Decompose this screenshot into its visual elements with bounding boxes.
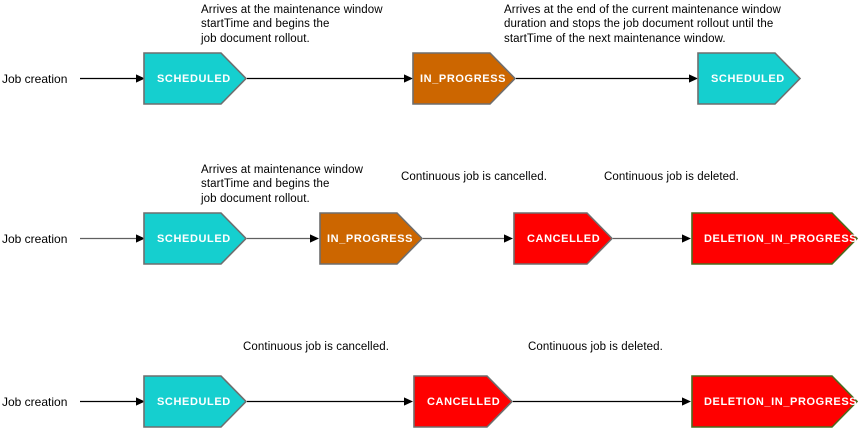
annotation-row-3-1: Continuous job is cancelled. xyxy=(243,341,389,353)
annotation-row-1-1: Arrives at the maintenance window startT… xyxy=(201,4,383,45)
state-node-scheduled-1[interactable]: SCHEDULED xyxy=(143,52,248,105)
connector-row-3-a xyxy=(247,396,413,407)
chevron-shape xyxy=(143,375,248,428)
flow-row-1: Job creation Arrives at the maintenance … xyxy=(0,0,861,140)
connector-row-3-b xyxy=(513,396,691,407)
annotation-row-1-2: Arrives at the end of the current mainte… xyxy=(504,4,781,45)
state-node-deletion-in-progress-1[interactable]: DELETION_IN_PROGRESS xyxy=(691,212,859,265)
state-node-deletion-in-progress-2[interactable]: DELETION_IN_PROGRESS xyxy=(691,375,859,428)
annotation-row-2-2: Continuous job is cancelled. xyxy=(401,171,547,183)
entry-label-row-1: Job creation xyxy=(2,72,68,86)
chevron-shape xyxy=(691,375,859,428)
entry-label-row-2: Job creation xyxy=(2,232,68,246)
connector-row-1-a xyxy=(247,73,413,84)
chevron-shape xyxy=(413,375,514,428)
chevron-shape xyxy=(513,212,614,265)
connector-entry-row-1 xyxy=(80,73,145,84)
chevron-shape xyxy=(143,212,248,265)
entry-label-row-3: Job creation xyxy=(2,395,68,409)
state-node-in-progress-1[interactable]: IN_PROGRESS xyxy=(412,52,517,105)
annotation-row-3-2: Continuous job is deleted. xyxy=(528,341,663,353)
connector-entry-row-2 xyxy=(80,233,145,244)
state-node-scheduled-4[interactable]: SCHEDULED xyxy=(143,375,248,428)
connector-row-2-a xyxy=(247,233,319,244)
connector-entry-row-3 xyxy=(80,396,145,407)
chevron-shape xyxy=(697,52,802,105)
flow-row-2: Job creation Arrives at maintenance wind… xyxy=(0,160,861,300)
connector-row-2-b xyxy=(423,233,513,244)
state-node-in-progress-2[interactable]: IN_PROGRESS xyxy=(319,212,424,265)
flow-row-3: Job creation Continuous job is cancelled… xyxy=(0,323,861,433)
connector-row-1-b xyxy=(516,73,698,84)
chevron-shape xyxy=(143,52,248,105)
chevron-shape xyxy=(412,52,517,105)
state-node-scheduled-2[interactable]: SCHEDULED xyxy=(697,52,802,105)
chevron-shape xyxy=(319,212,424,265)
state-node-scheduled-3[interactable]: SCHEDULED xyxy=(143,212,248,265)
connector-row-2-c xyxy=(613,233,691,244)
annotation-row-2-1: Arrives at maintenance window startTime … xyxy=(201,164,364,205)
annotation-row-2-3: Continuous job is deleted. xyxy=(604,171,739,183)
state-node-cancelled-2[interactable]: CANCELLED xyxy=(413,375,514,428)
chevron-shape xyxy=(691,212,859,265)
state-node-cancelled-1[interactable]: CANCELLED xyxy=(513,212,614,265)
